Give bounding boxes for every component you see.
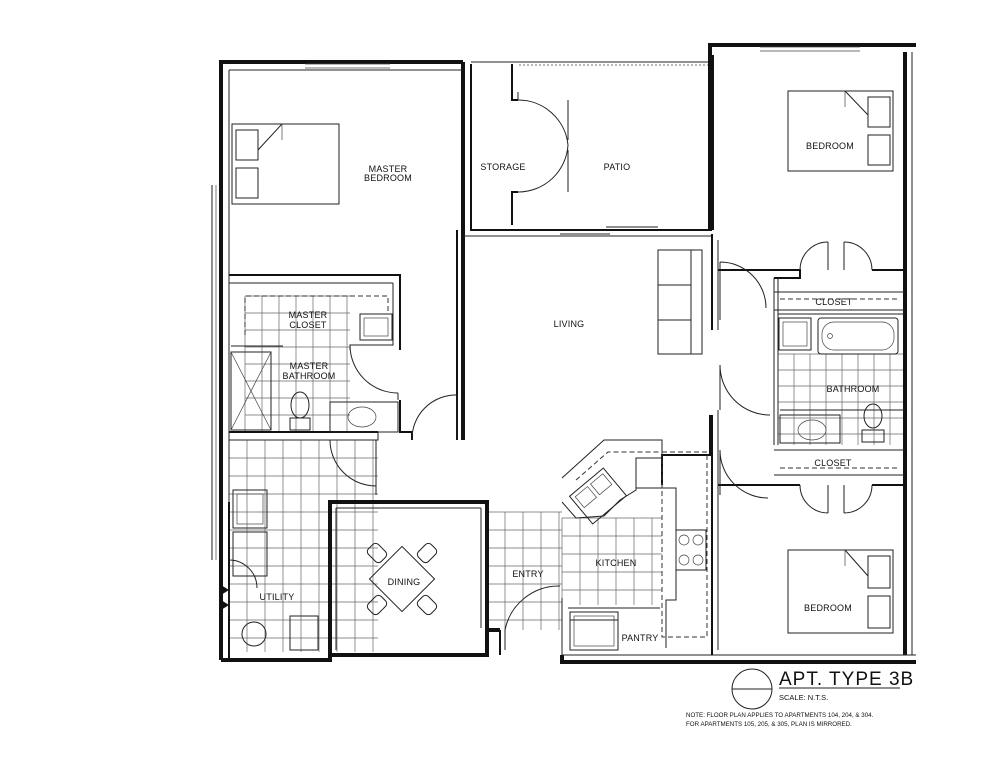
label-pantry: PANTRY [622, 633, 659, 643]
master-bed-icon [231, 123, 340, 205]
furniture [231, 90, 894, 634]
label-closet-bottom: CLOSET [814, 458, 852, 468]
plan-title: APT. TYPE 3B [779, 669, 914, 690]
label-patio: PATIO [604, 162, 631, 172]
label-closet-top: CLOSET [815, 297, 853, 307]
bedroom-bottom-bed-icon [787, 549, 894, 634]
bedroom-top-bed-icon [787, 90, 894, 172]
plan-note-line1: NOTE: FLOOR PLAN APPLIES TO APARTMENTS 1… [686, 712, 874, 719]
plan-scale: SCALE: N.T.S. [779, 693, 828, 702]
bath-toilet-icon [861, 403, 885, 443]
label-kitchen: KITCHEN [596, 558, 637, 568]
master-toilet-icon [289, 391, 311, 431]
sofa-icon [657, 249, 703, 355]
plan-note-line2: FOR APARTMENTS 105, 205, & 305, PLAN IS … [686, 721, 852, 728]
label-bedroom-bottom: BEDROOM [804, 603, 852, 613]
label-utility: UTILITY [260, 592, 295, 602]
label-dining: DINING [388, 577, 421, 587]
exterior-walls [211, 43, 916, 664]
doors [228, 92, 873, 650]
label-living: LIVING [554, 319, 585, 329]
title-block: APT. TYPE 3B SCALE: N.T.S. NOTE: FLOOR P… [686, 668, 914, 728]
dining-table-icon [366, 542, 438, 616]
label-bathroom: BATHROOM [827, 384, 880, 394]
label-storage: STORAGE [480, 162, 525, 172]
master-vanity-icon [329, 401, 399, 433]
label-entry: ENTRY [512, 569, 543, 579]
label-bedroom-top: BEDROOM [806, 141, 854, 151]
